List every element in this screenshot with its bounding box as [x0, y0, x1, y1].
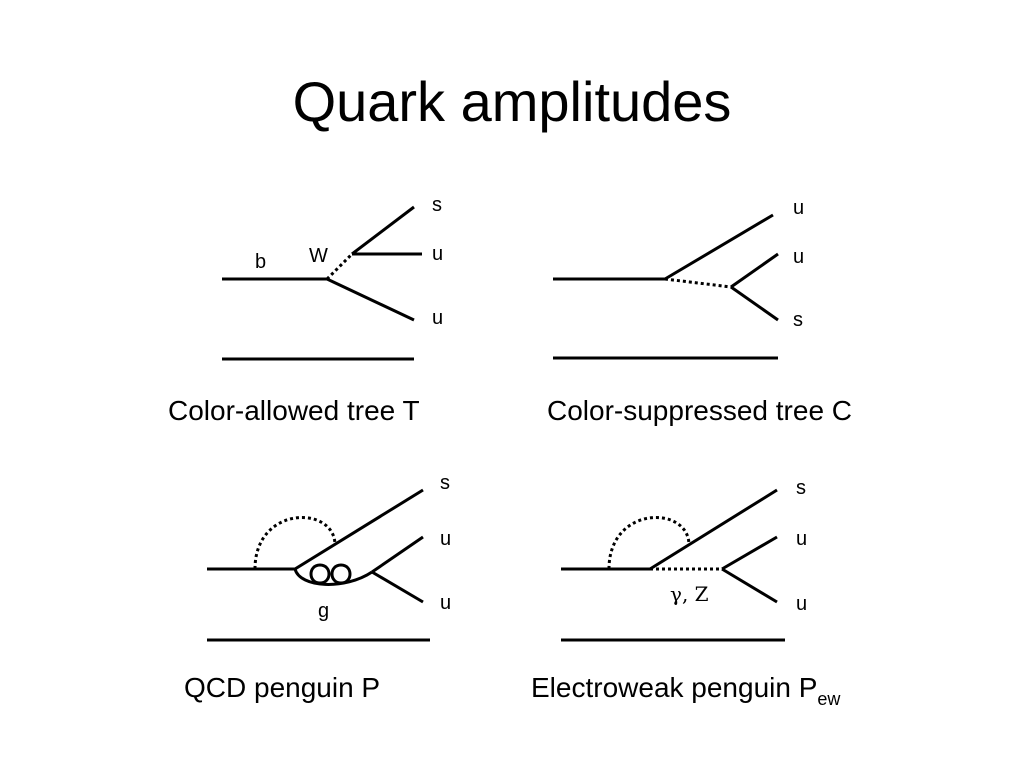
label-u-middle: u [793, 246, 804, 268]
u-quark-line-upper [371, 535, 424, 574]
label-u-upper: u [432, 243, 443, 265]
caption-color-suppressed-tree: Color-suppressed tree C [547, 395, 852, 426]
w-loop-line [253, 516, 337, 570]
w-boson-line [664, 277, 732, 289]
diagram-color-suppressed-tree: u u s Color-suppressed tree C [547, 197, 852, 426]
gluon-coil [309, 563, 352, 585]
w-boson-line [325, 252, 354, 281]
s-quark-line [294, 488, 424, 571]
w-loop-line [607, 516, 691, 570]
slide-title: Quark amplitudes [292, 70, 732, 133]
diagram-qcd-penguin: s u u g QCD penguin P [184, 472, 451, 703]
label-w: W [309, 245, 328, 267]
s-quark-line [649, 488, 778, 571]
u-quark-line-upper [664, 213, 774, 281]
u-quark-line-middle [730, 252, 779, 289]
label-u-lower: u [440, 592, 451, 614]
label-u-lower: u [432, 307, 443, 329]
label-u-upper: u [796, 528, 807, 550]
u-quark-line-lower [371, 570, 424, 604]
u-quark-line-lower [721, 567, 778, 604]
label-u-upper: u [793, 197, 804, 219]
label-u-upper: u [440, 528, 451, 550]
caption-electroweak-penguin: Electroweak penguin Pew [531, 672, 841, 709]
label-gamma-z: γ, Z [670, 582, 709, 606]
label-s: s [793, 309, 803, 331]
caption-color-allowed-tree: Color-allowed tree T [168, 395, 420, 426]
label-s: s [796, 477, 806, 499]
label-u-lower: u [796, 593, 807, 615]
u-quark-line-lower [326, 277, 415, 322]
label-s: s [432, 194, 442, 216]
caption-qcd-penguin: QCD penguin P [184, 672, 380, 703]
penguin-loop-line [293, 568, 373, 586]
label-g: g [318, 600, 329, 622]
label-b: b [255, 251, 266, 273]
s-quark-line [730, 285, 779, 322]
u-quark-line-upper [721, 535, 778, 571]
caption-main: Electroweak penguin P [531, 672, 817, 703]
diagram-color-allowed-tree: b W s u u Color-allowed tree T [168, 194, 443, 426]
s-quark-line [351, 205, 415, 256]
diagram-electroweak-penguin: γ, Z s u u Electroweak penguin Pew [531, 477, 841, 709]
label-s: s [440, 472, 450, 494]
caption-subscript: ew [817, 689, 841, 709]
